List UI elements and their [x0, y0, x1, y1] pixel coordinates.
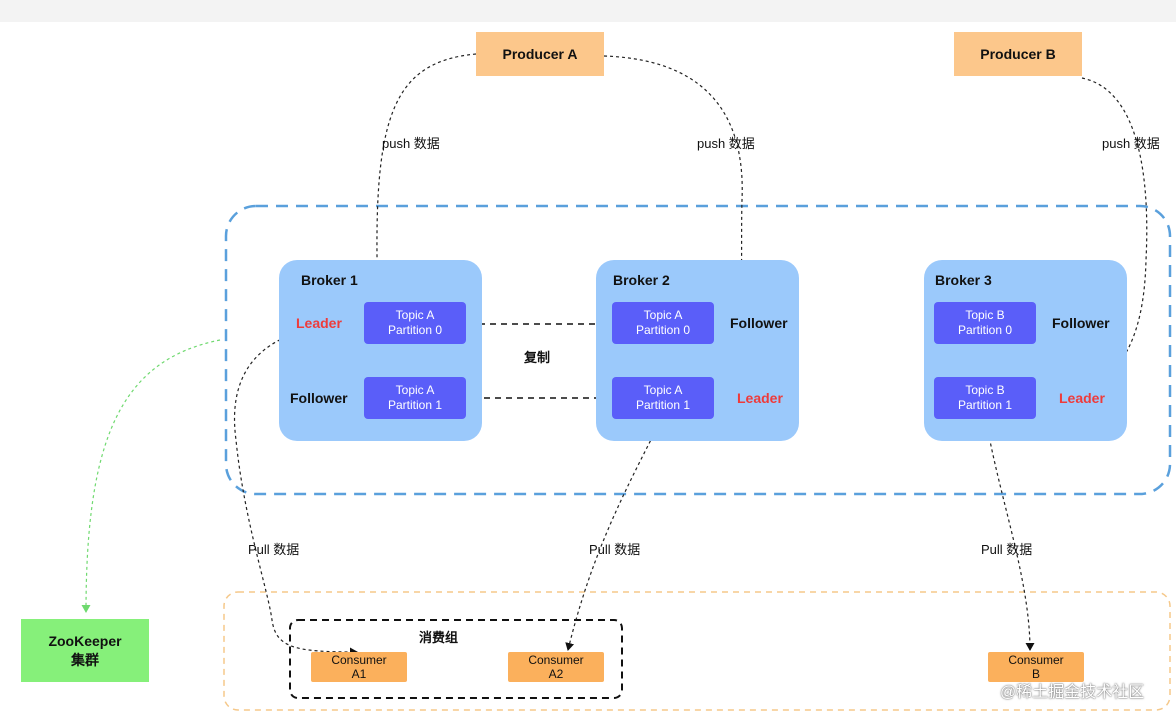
- producer-a: Producer A: [476, 32, 604, 76]
- consumer-label: Consumer: [331, 653, 387, 667]
- consumer-id: A1: [351, 667, 367, 681]
- broker-3-role-p1: Leader: [1059, 390, 1105, 406]
- broker-2-partition-0: Topic A Partition 0: [612, 302, 714, 344]
- partition-number: Partition 0: [635, 323, 691, 337]
- zookeeper-subtitle: 集群: [71, 651, 99, 668]
- consumer-group-label: 消费组: [419, 630, 459, 645]
- partition-number: Partition 1: [957, 398, 1013, 412]
- broker-3-partition-0: Topic B Partition 0: [934, 302, 1036, 344]
- consumer-id: B: [1031, 667, 1040, 681]
- partition-number: Partition 0: [957, 323, 1013, 337]
- pull-label-b: Pull 数据: [981, 542, 1033, 557]
- top-strip: [0, 0, 1176, 22]
- pull-label-a2: Pull 数据: [589, 542, 641, 557]
- zookeeper-cluster: ZooKeeper 集群: [21, 619, 149, 682]
- partition-topic: Topic A: [643, 308, 683, 322]
- partition-number: Partition 0: [387, 323, 443, 337]
- push-label-a-p1: push 数据: [697, 136, 755, 151]
- consumer-b: Consumer B: [988, 652, 1084, 682]
- broker-1-partition-1: Topic A Partition 1: [364, 377, 466, 419]
- broker-1-title: Broker 1: [301, 272, 358, 288]
- consumer-id: A2: [548, 667, 564, 681]
- pull-arrow-b: [985, 419, 1035, 651]
- pull-arrow-a2: [565, 429, 657, 651]
- broker-2-title: Broker 2: [613, 272, 670, 288]
- replication-label: 复制: [524, 350, 551, 365]
- consumer-group-border: [289, 619, 623, 699]
- watermark: @稀土掘金技术社区: [1000, 684, 1145, 701]
- partition-topic: Topic B: [965, 383, 1005, 397]
- push-arrow-a-p0: [373, 53, 477, 301]
- broker-2-role-p1: Leader: [737, 390, 783, 406]
- consumer-area-border: [223, 591, 1171, 711]
- broker-1-role-p1: Follower: [290, 390, 348, 406]
- broker-1-role-p0: Leader: [296, 315, 342, 331]
- partition-topic: Topic B: [965, 308, 1005, 322]
- broker-2-role-p0: Follower: [730, 315, 788, 331]
- broker-1-partition-0: Topic A Partition 0: [364, 302, 466, 344]
- partition-number: Partition 1: [635, 398, 691, 412]
- pull-label-a1: Pull 数据: [248, 542, 300, 557]
- partition-number: Partition 1: [387, 398, 443, 412]
- push-arrow-a-p1: [603, 55, 743, 403]
- broker-3-title: Broker 3: [935, 272, 992, 288]
- pull-arrow-a1: [233, 322, 363, 657]
- consumer-a2: Consumer A2: [508, 652, 604, 682]
- partition-topic: Topic A: [395, 383, 435, 397]
- broker-3-role-p0: Follower: [1052, 315, 1110, 331]
- zookeeper-link: [81, 339, 221, 613]
- consumer-label: Consumer: [528, 653, 584, 667]
- consumer-label: Consumer: [1008, 653, 1064, 667]
- consumer-a1: Consumer A1: [311, 652, 407, 682]
- broker-2-partition-1: Topic A Partition 1: [612, 377, 714, 419]
- push-label-a-p0: push 数据: [382, 136, 440, 151]
- partition-topic: Topic A: [643, 383, 683, 397]
- zookeeper-title: ZooKeeper: [48, 632, 122, 649]
- broker-3-partition-1: Topic B Partition 1: [934, 377, 1036, 419]
- producer-b: Producer B: [954, 32, 1082, 76]
- broker-cluster-border: [224, 204, 1172, 496]
- partition-topic: Topic A: [395, 308, 435, 322]
- push-label-b-p1: push 数据: [1102, 136, 1160, 151]
